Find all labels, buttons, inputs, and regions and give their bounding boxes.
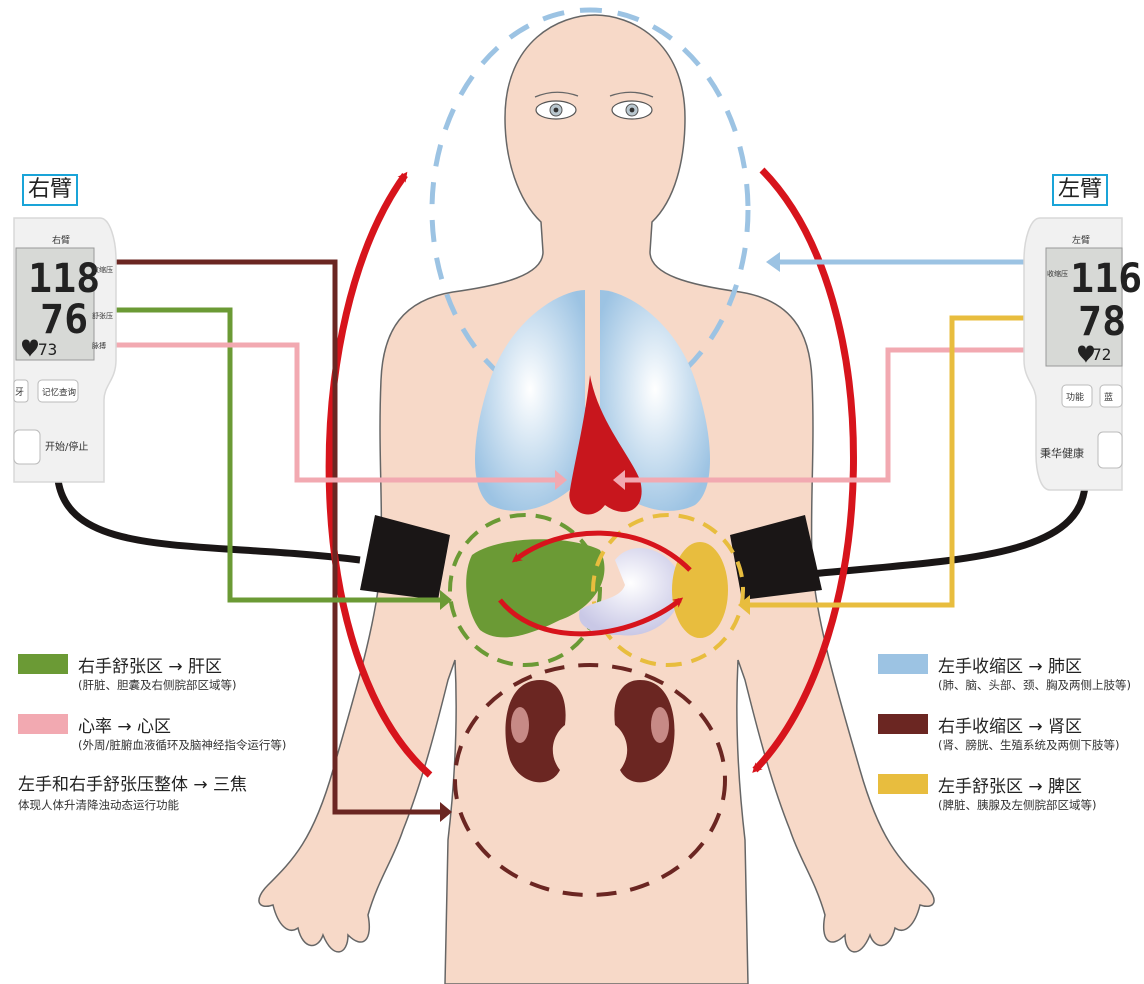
left-monitor-title: 左臂 — [1072, 234, 1090, 246]
right-monitor-memory-button[interactable] — [37, 379, 79, 403]
right-arm-monitor: 右臂 118 76 73 收缩压 舒张压 脉搏 牙 记忆查询 开始/停止 — [13, 217, 117, 483]
heart-icon — [1078, 345, 1094, 363]
right-arm-cuff — [360, 515, 450, 600]
legend-spleen-sub: (脾脏、胰腺及左侧脘部区域等) — [938, 798, 1097, 812]
left-monitor-button-partial[interactable] — [1099, 384, 1123, 408]
legend-heart-sub: (外周/脏腑血液循环及脑神经指令运行等) — [78, 738, 287, 752]
left-monitor-function-button[interactable] — [1061, 384, 1093, 408]
right-monitor-pulse-label: 脉搏 — [92, 341, 106, 350]
connector-kidney-head — [440, 802, 452, 822]
right-monitor-button-partial-label: 牙 — [15, 387, 24, 398]
left-monitor-sys-label: 收缩压 — [1047, 269, 1068, 278]
left-monitor-cable — [799, 484, 1089, 579]
abdomen-loop-arrow-bottom — [498, 597, 684, 637]
right-monitor-pulse: 73 — [38, 340, 57, 359]
left-monitor-diastolic: 78 — [1078, 299, 1126, 345]
legend-swatch-kidney — [878, 714, 928, 734]
legend-liver-sub: (肝脏、胆囊及右侧脘部区域等) — [78, 678, 237, 692]
circulation-arrow-down — [752, 167, 857, 773]
legend-swatch-heart — [18, 714, 68, 734]
heart-icon — [22, 339, 38, 357]
right-monitor-start-label: 开始/停止 — [45, 440, 88, 453]
kidneys — [505, 680, 675, 783]
connector-kidney — [78, 259, 440, 815]
connector-heart-left — [625, 347, 1060, 483]
connector-liver-head — [440, 590, 452, 610]
legend-swatch-spleen — [878, 774, 928, 794]
lungs — [475, 290, 710, 511]
spleen-organ — [672, 542, 728, 638]
right-monitor-dia-label: 舒张压 — [92, 311, 113, 320]
kidney-region-dashed-outline — [453, 663, 727, 897]
legend-sanjiao-title: 左手和右手舒张压整体 → 三焦 — [18, 775, 248, 795]
connector-spleen — [750, 315, 1060, 608]
liver-organ — [466, 539, 605, 638]
spleen-region-dashed-outline — [591, 513, 745, 667]
liver-region-dashed-outline — [448, 513, 602, 667]
right-monitor-sys-label: 收缩压 — [92, 265, 113, 274]
left-monitor-function-label: 功能 — [1066, 391, 1084, 403]
left-monitor-brand: 秉华健康 — [1040, 446, 1084, 460]
connector-heart-left-head — [613, 470, 625, 490]
left-arm-cuff — [730, 515, 822, 600]
legend-liver-title: 右手舒张区 → 肝区 — [78, 657, 223, 677]
right-monitor-screen — [15, 247, 95, 361]
right-arm-label: 右臂 — [22, 174, 79, 206]
left-arm-label: 左臂 — [1052, 174, 1109, 206]
abdomen-loop-arrow-top — [511, 530, 692, 572]
left-monitor-systolic: 116 — [1070, 256, 1142, 302]
connector-heart-right-head — [555, 470, 567, 490]
legend-kidney-title: 右手收缩区 → 肾区 — [938, 717, 1083, 737]
legend-kidney-sub: (肾、膀胱、生殖系统及两侧下肢等) — [938, 738, 1120, 752]
legend-lung-sub: (肺、脑、头部、颈、胸及两侧上肢等) — [938, 678, 1131, 692]
right-monitor-button-partial[interactable] — [13, 379, 29, 403]
legend-swatch-lung — [878, 654, 928, 674]
right-monitor-cable — [54, 479, 361, 564]
eyes — [534, 91, 654, 120]
left-monitor-start-button[interactable] — [1097, 431, 1123, 469]
legend-swatch-liver — [18, 654, 68, 674]
connector-heart-right — [78, 342, 555, 483]
left-arm-monitor: 左臂 116 78 72 收缩压 功能 蓝 秉华健康 — [1023, 217, 1142, 491]
left-monitor-pulse: 72 — [1092, 345, 1111, 364]
connector-liver — [78, 307, 440, 603]
connector-spleen-head — [738, 595, 750, 615]
legend-heart-title: 心率 → 心区 — [78, 717, 172, 737]
legend-sanjiao-sub: 体现人体升清降浊动态运行功能 — [18, 798, 179, 812]
right-monitor-start-button[interactable] — [13, 429, 41, 465]
legend-spleen-title: 左手舒张区 → 脾区 — [938, 777, 1083, 797]
circulation-arrow-up — [325, 171, 433, 778]
legend-lung-title: 左手收缩区 → 肺区 — [938, 657, 1083, 677]
right-monitor-title: 右臂 — [52, 234, 70, 246]
connector-lung-head — [766, 252, 780, 272]
left-monitor-button-partial-label: 蓝 — [1104, 391, 1113, 403]
right-monitor-diastolic: 76 — [40, 297, 88, 343]
right-monitor-systolic: 118 — [28, 256, 100, 302]
right-monitor-memory-label: 记忆查询 — [42, 387, 76, 398]
